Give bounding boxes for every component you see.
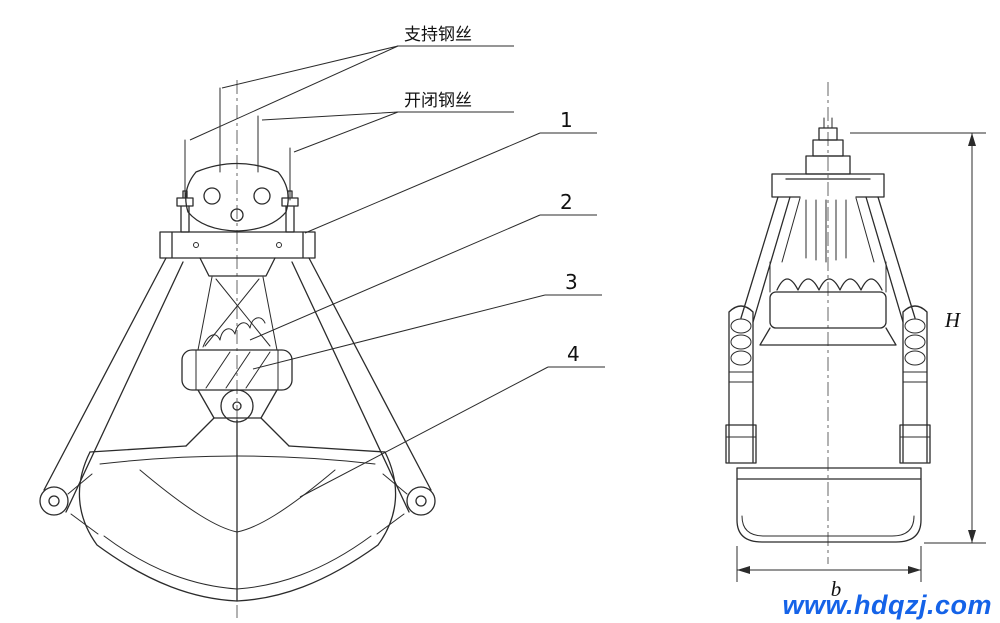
beam-rivet-left	[193, 242, 199, 248]
watermark-url: www.hdqzj.com	[782, 590, 992, 620]
bucket-top-edges	[89, 445, 386, 453]
support-arms	[43, 257, 432, 513]
sheave-cluster	[776, 278, 883, 291]
left-plate-bands	[728, 371, 754, 383]
frame-legs	[740, 196, 916, 323]
callout-4-leader	[299, 366, 605, 498]
shackle-plate	[185, 162, 289, 232]
dim-width-label: b	[831, 577, 842, 601]
callout-1-leader	[304, 132, 597, 234]
arm-eye-left-pin	[48, 495, 60, 507]
dim-height-label: H	[944, 308, 962, 332]
bracket-flares	[185, 417, 290, 447]
bucket-jaw-creases	[139, 469, 336, 533]
lower-sheave-pin	[232, 401, 242, 411]
top-traverse	[771, 173, 885, 198]
arm-eye-right-pin	[415, 495, 427, 507]
left-roller-2	[730, 334, 752, 350]
bucket-side-inner-bottom	[741, 515, 915, 537]
callout-3-label: 3	[565, 270, 578, 294]
sheave-housing-walls	[769, 261, 887, 293]
side-view: H b	[725, 82, 986, 601]
sheave-block-detail	[195, 349, 279, 391]
shackle-hole-right	[253, 187, 271, 205]
arm-eye-left	[39, 486, 69, 516]
head-beam	[159, 231, 316, 259]
callout-1-label: 1	[560, 108, 573, 132]
suspension-stem	[823, 117, 833, 129]
right-roller-1	[904, 318, 926, 334]
right-lower-block	[899, 424, 931, 464]
support-wire-leader	[189, 45, 514, 141]
right-roller-2	[904, 334, 926, 350]
left-lower-block	[725, 424, 757, 464]
front-view	[39, 80, 436, 618]
left-roller-3	[730, 350, 752, 366]
wire-ropes	[184, 87, 291, 201]
beam-funnel	[199, 257, 276, 277]
callout-2-leader	[249, 214, 597, 341]
bucket-corner-brackets	[67, 473, 408, 535]
open-close-wire-label: 开闭钢丝	[404, 91, 472, 111]
left-roller-1	[730, 318, 752, 334]
bucket-side-outline	[736, 467, 922, 543]
closing-ropes	[197, 276, 278, 351]
shackle-hole-left	[203, 187, 221, 205]
open-close-wire-leader	[261, 111, 514, 153]
right-roller-3	[904, 350, 926, 366]
rope-bundle	[781, 197, 875, 263]
lower-bracket	[197, 389, 278, 419]
housing-skirt	[759, 327, 897, 346]
dim-height-lines	[850, 132, 986, 544]
callouts: 支持钢丝 开闭钢丝 1 2 3 4	[189, 25, 605, 498]
right-plate-bands	[902, 371, 928, 383]
dim-width-lines	[736, 546, 922, 582]
sheave-housing	[769, 291, 887, 329]
rope-coils	[202, 317, 266, 348]
arm-eye-right	[406, 486, 436, 516]
shackle-hole-center	[230, 208, 244, 222]
callout-2-label: 2	[560, 190, 573, 214]
support-wire-label: 支持钢丝	[404, 25, 472, 45]
callout-3-leader	[252, 294, 602, 370]
callout-4-label: 4	[567, 342, 580, 366]
beam-rivet-right	[276, 242, 282, 248]
